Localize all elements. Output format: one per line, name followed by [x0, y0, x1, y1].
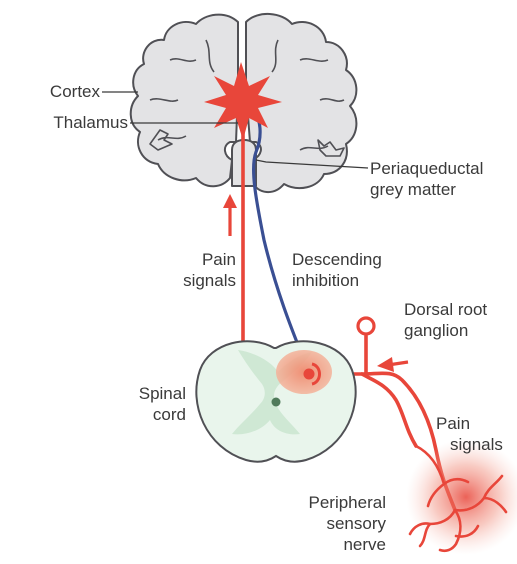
peripheral-sensory-nerve-line-1: Peripheral [280, 492, 386, 513]
descending-inhibition-line-2: inhibition [292, 270, 382, 291]
pag-label-line-1: Periaqueductal [370, 158, 483, 179]
pain-signals-upper-line-1: Pain [150, 249, 236, 270]
pain-signals-lower-label: Pain signals [430, 413, 503, 455]
dorsal-root-ganglion-circle [358, 318, 374, 334]
descending-inhibition-label: Descending inhibition [292, 249, 382, 291]
peripheral-sensory-nerve-line-3: nerve [280, 534, 386, 555]
central-canal [272, 398, 281, 407]
peripheral-nerve-endings [406, 439, 517, 555]
pain-signals-lower-line-2: signals [430, 434, 503, 455]
peripheral-sensory-nerve-line-2: sensory [280, 513, 386, 534]
pag-label: Periaqueductal grey matter [370, 158, 483, 200]
spinal-cord-line-2: cord [110, 404, 186, 425]
cortex-label: Cortex [20, 81, 100, 102]
spinal-cord-line-1: Spinal [110, 383, 186, 404]
dorsal-root-ganglion-line-1: Dorsal root [404, 299, 487, 320]
pag-label-line-2: grey matter [370, 179, 483, 200]
descending-inhibition-line-1: Descending [292, 249, 382, 270]
peripheral-sensory-nerve-label: Peripheral sensory nerve [280, 492, 386, 555]
dorsal-root-ganglion-label: Dorsal root ganglion [404, 299, 487, 341]
thalamus-label: Thalamus [8, 112, 128, 133]
pain-signal-up-arrow [223, 194, 237, 236]
spinal-cord [196, 341, 355, 461]
pain-signal-left-arrow [377, 357, 408, 372]
synapse-dot [304, 369, 315, 380]
dorsal-root-ganglion-line-2: ganglion [404, 320, 487, 341]
pain-signals-upper-line-2: signals [150, 270, 236, 291]
spinal-cord-label: Spinal cord [110, 383, 186, 425]
pain-signals-lower-line-1: Pain [430, 413, 503, 434]
pain-signals-upper-label: Pain signals [150, 249, 236, 291]
